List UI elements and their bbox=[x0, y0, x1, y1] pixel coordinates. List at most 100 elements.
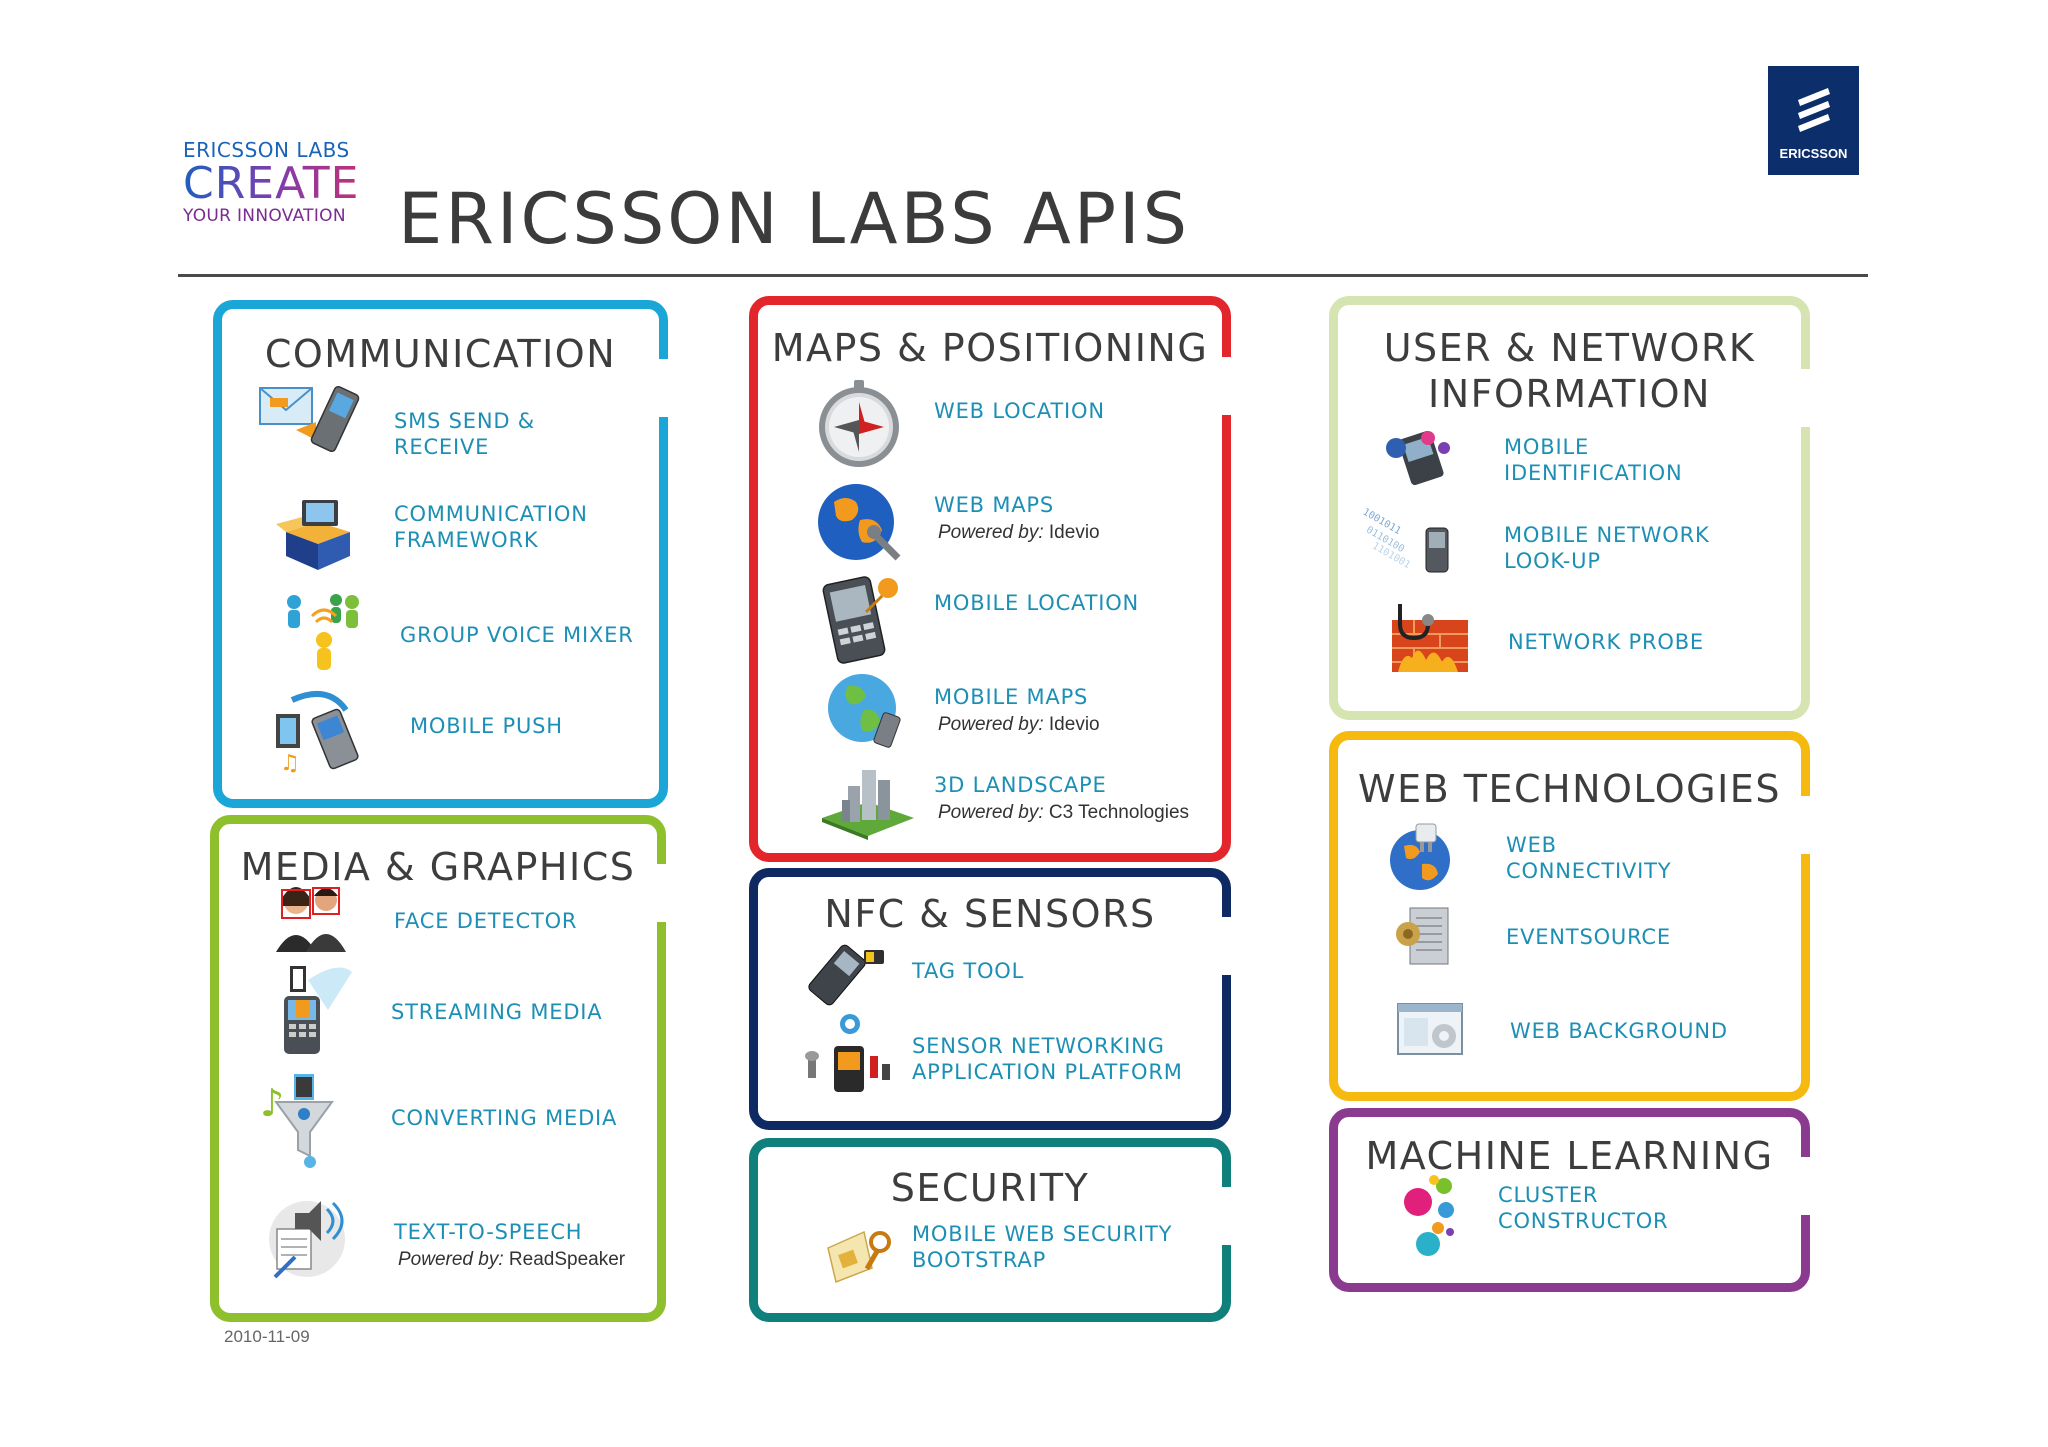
globe-tools-icon bbox=[818, 484, 901, 561]
powered-by-vendor: Idevio bbox=[1048, 522, 1100, 543]
list-item[interactable]: COMMUNICATION FRAMEWORK bbox=[394, 501, 588, 553]
user-network-panel: USER & NETWORK INFORMATION bbox=[1329, 296, 1812, 720]
list-item[interactable]: 3D LANDSCAPE Powered by: C3 Technologies bbox=[934, 772, 1189, 824]
globe-plug-icon bbox=[1390, 823, 1450, 890]
mobile-web-security-label[interactable]: MOBILE WEB SECURITY BOOTSTRAP bbox=[912, 1222, 1173, 1272]
eventsource-label[interactable]: EVENTSOURCE bbox=[1506, 925, 1671, 949]
list-item[interactable]: CONVERTING MEDIA bbox=[391, 1105, 617, 1131]
list-item[interactable]: WEB LOCATION bbox=[934, 398, 1105, 424]
nfc-sensors-panel: NFC & SENSORS bbox=[749, 868, 1233, 1130]
security-panel: SECURITY bbox=[749, 1138, 1233, 1322]
phone-tag-icon bbox=[808, 944, 884, 1006]
title-divider bbox=[178, 274, 1868, 277]
svg-text:♫: ♫ bbox=[280, 751, 300, 774]
web-connectivity-label[interactable]: WEB CONNECTIVITY bbox=[1506, 833, 1672, 883]
list-item[interactable]: NETWORK PROBE bbox=[1508, 629, 1704, 655]
media-graphics-title: MEDIA & GRAPHICS bbox=[240, 845, 636, 889]
id-phone-icon bbox=[1386, 430, 1450, 486]
3d-landscape-label[interactable]: 3D LANDSCAPE bbox=[934, 773, 1107, 797]
logo-text: ERICSSON bbox=[1779, 146, 1848, 161]
powered-by-vendor: Idevio bbox=[1048, 714, 1100, 735]
list-item[interactable]: TEXT-TO-SPEECH Powered by: ReadSpeaker bbox=[394, 1219, 625, 1271]
list-item[interactable]: MOBILE MAPS Powered by: Idevio bbox=[934, 684, 1100, 736]
powered-by-prefix: Powered by: bbox=[938, 714, 1044, 735]
streaming-media-label[interactable]: STREAMING MEDIA bbox=[391, 1000, 603, 1024]
web-maps-label[interactable]: WEB MAPS bbox=[934, 493, 1054, 517]
funnel-icon: ♪ bbox=[260, 1074, 334, 1168]
converting-media-label[interactable]: CONVERTING MEDIA bbox=[391, 1106, 618, 1130]
list-item[interactable]: TAG TOOL bbox=[912, 958, 1024, 984]
compass-icon bbox=[819, 380, 899, 467]
sms-send-receive-label[interactable]: SMS SEND & RECEIVE bbox=[394, 409, 535, 459]
list-item[interactable]: WEB BACKGROUND bbox=[1510, 1018, 1728, 1044]
ericsson-labs-brand: ERICSSON LABS CREATE YOUR INNOVATION bbox=[183, 140, 359, 225]
machine-learning-title: MACHINE LEARNING bbox=[1365, 1134, 1774, 1178]
binary-phone-icon: 1001011 0110100 1101001 bbox=[1361, 507, 1449, 573]
mobile-location-label[interactable]: MOBILE LOCATION bbox=[934, 591, 1140, 615]
tag-tool-label[interactable]: TAG TOOL bbox=[912, 959, 1025, 983]
list-item[interactable]: MOBILE WEB SECURITY BOOTSTRAP bbox=[912, 1221, 1172, 1273]
brand-line-2: CREATE bbox=[183, 158, 360, 209]
list-item[interactable]: WEB MAPS Powered by: Idevio bbox=[934, 492, 1100, 544]
powered-by-prefix: Powered by: bbox=[398, 1249, 504, 1270]
powered-by-text: Powered by: Idevio bbox=[938, 522, 1100, 544]
list-item[interactable]: MOBILE PUSH bbox=[410, 713, 563, 739]
text-to-speech-label[interactable]: TEXT-TO-SPEECH bbox=[394, 1220, 583, 1244]
list-item[interactable]: GROUP VOICE MIXER bbox=[400, 622, 634, 648]
web-background-label[interactable]: WEB BACKGROUND bbox=[1510, 1019, 1728, 1043]
mobile-push-label[interactable]: MOBILE PUSH bbox=[410, 714, 563, 738]
group-people-icon bbox=[287, 594, 359, 670]
streaming-phone-icon bbox=[284, 966, 352, 1054]
mobile-network-lookup-label[interactable]: MOBILE NETWORK LOOK-UP bbox=[1504, 523, 1710, 573]
powered-by-text: Powered by: C3 Technologies bbox=[938, 802, 1189, 824]
cluster-constructor-label[interactable]: CLUSTER CONSTRUCTOR bbox=[1498, 1183, 1669, 1233]
powered-by-prefix: Powered by: bbox=[938, 802, 1044, 823]
brand-line-1: ERICSSON LABS bbox=[183, 138, 350, 162]
faces-icon bbox=[276, 887, 346, 952]
push-phone-icon: ♫ bbox=[276, 691, 359, 774]
powered-by-vendor: C3 Technologies bbox=[1048, 802, 1190, 823]
list-item[interactable]: SMS SEND & RECEIVE bbox=[394, 408, 535, 460]
server-icon bbox=[1396, 907, 1449, 965]
list-item[interactable]: SENSOR NETWORKING APPLICATION PLATFORM bbox=[912, 1033, 1183, 1085]
list-item[interactable]: MOBILE NETWORK LOOK-UP bbox=[1504, 522, 1710, 574]
face-detector-label[interactable]: FACE DETECTOR bbox=[394, 909, 578, 933]
globe-phone-icon bbox=[828, 674, 901, 748]
web-technologies-panel: WEB TECHNOLOGIES bbox=[1329, 731, 1812, 1101]
web-location-label[interactable]: WEB LOCATION bbox=[934, 399, 1105, 423]
powered-by-prefix: Powered by: bbox=[938, 522, 1044, 543]
security-title: SECURITY bbox=[890, 1166, 1090, 1210]
sensor-networking-label[interactable]: SENSOR NETWORKING APPLICATION PLATFORM bbox=[912, 1034, 1183, 1084]
web-technologies-title: WEB TECHNOLOGIES bbox=[1358, 767, 1781, 811]
brand-line-3: YOUR INNOVATION bbox=[183, 206, 346, 226]
laptop-box-icon bbox=[276, 500, 350, 570]
list-item[interactable]: MOBILE IDENTIFICATION bbox=[1504, 434, 1683, 486]
network-probe-label[interactable]: NETWORK PROBE bbox=[1508, 630, 1704, 654]
speaker-document-icon bbox=[269, 1201, 345, 1279]
nfc-sensors-title: NFC & SENSORS bbox=[824, 892, 1156, 936]
page-title: ERICSSON LABS APIS bbox=[398, 178, 1191, 260]
communication-panel: COMMUNICATION bbox=[213, 300, 670, 808]
powered-by-text: Powered by: ReadSpeaker bbox=[398, 1249, 625, 1271]
maps-positioning-title: MAPS & POSITIONING bbox=[771, 326, 1209, 370]
communication-framework-label[interactable]: COMMUNICATION FRAMEWORK bbox=[394, 502, 588, 552]
stethoscope-firewall-icon bbox=[1392, 604, 1468, 672]
list-item[interactable]: MOBILE LOCATION bbox=[934, 590, 1139, 616]
browser-gear-icon bbox=[1397, 1003, 1463, 1055]
phone-pin-icon bbox=[822, 576, 898, 664]
list-item[interactable]: WEB CONNECTIVITY bbox=[1506, 832, 1671, 884]
list-item[interactable]: STREAMING MEDIA bbox=[391, 999, 602, 1025]
mobile-maps-label[interactable]: MOBILE MAPS bbox=[934, 685, 1089, 709]
sms-phone-icon bbox=[259, 385, 360, 453]
city-landscape-icon bbox=[822, 770, 914, 840]
ericsson-logo: ERICSSON bbox=[1768, 66, 1859, 175]
ericsson-logo-icon bbox=[1798, 88, 1830, 132]
list-item[interactable]: EVENTSOURCE bbox=[1506, 924, 1671, 950]
sensors-icon bbox=[805, 1014, 890, 1092]
list-item[interactable]: FACE DETECTOR bbox=[394, 908, 577, 934]
group-voice-mixer-label[interactable]: GROUP VOICE MIXER bbox=[400, 623, 634, 647]
document-date: 2010-11-09 bbox=[224, 1327, 310, 1346]
list-item[interactable]: CLUSTER CONSTRUCTOR bbox=[1498, 1182, 1668, 1234]
mobile-identification-label[interactable]: MOBILE IDENTIFICATION bbox=[1504, 435, 1683, 485]
cluster-balls-icon bbox=[1404, 1175, 1454, 1256]
